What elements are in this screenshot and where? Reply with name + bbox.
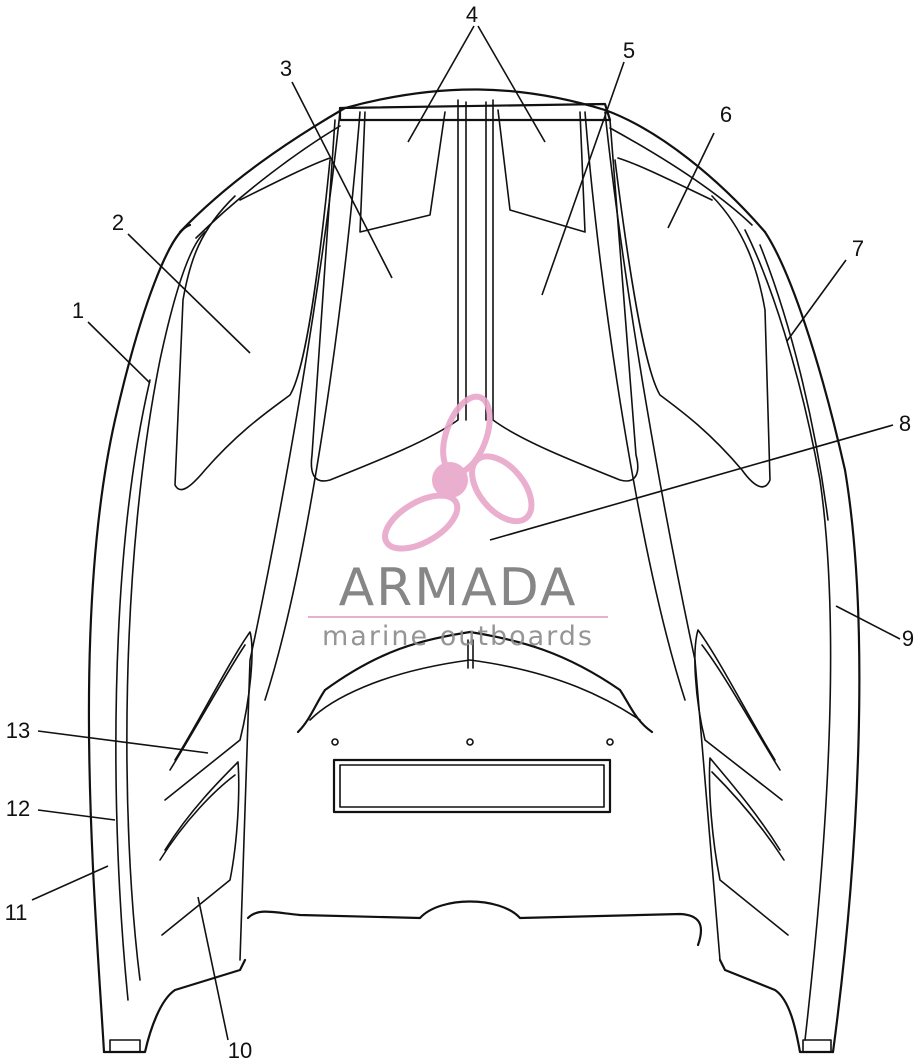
lower-shroud (246, 630, 703, 947)
callout-12: 12 (6, 796, 30, 821)
callout-9: 9 (902, 626, 914, 651)
callout-6: 6 (720, 102, 732, 127)
leader-lines (31, 25, 901, 1041)
propeller-logo-icon (382, 393, 535, 552)
callout-13: 13 (6, 718, 30, 743)
watermark: ARMADA marine outboards (308, 393, 608, 652)
callout-11: 11 (5, 900, 28, 925)
watermark-brand: ARMADA (339, 558, 578, 618)
callout-5: 5 (623, 38, 635, 63)
cowling-shell (87, 88, 861, 1054)
watermark-tagline: marine outboards (322, 621, 594, 652)
callout-8: 8 (899, 411, 911, 436)
callout-labels: 1 2 3 4 5 6 7 8 9 10 11 12 13 (5, 2, 915, 1061)
callout-2: 2 (112, 210, 124, 235)
right-side-panels (614, 157, 789, 936)
callout-1: 1 (72, 298, 84, 323)
callout-4: 4 (466, 2, 478, 27)
callout-7: 7 (852, 236, 864, 261)
callout-10: 10 (228, 1038, 252, 1061)
callout-3: 3 (280, 56, 292, 81)
left-side-panels (159, 157, 331, 936)
center-hood (239, 99, 721, 961)
